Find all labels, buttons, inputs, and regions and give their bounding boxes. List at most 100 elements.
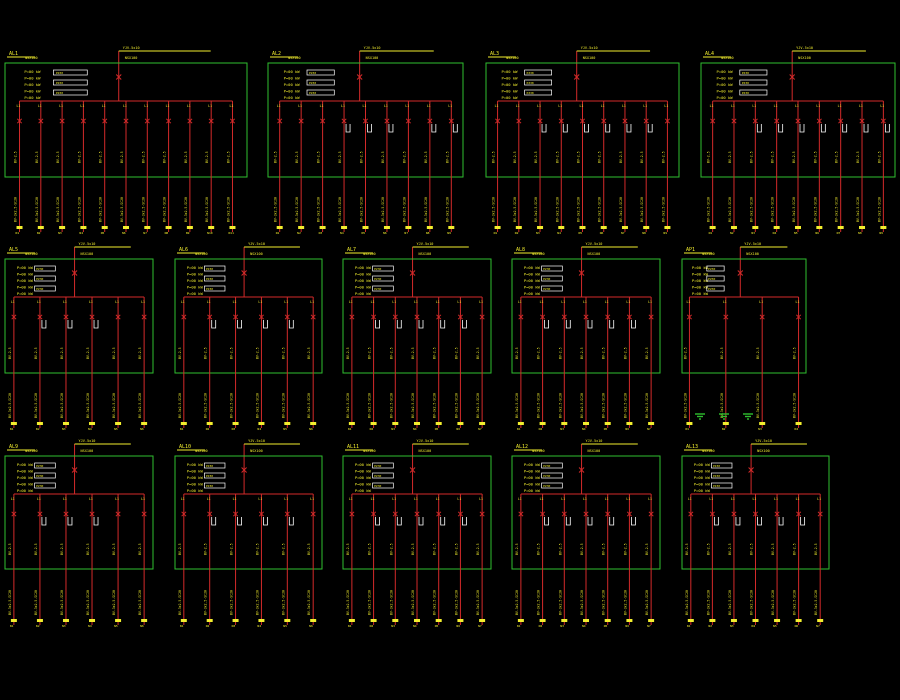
meter-box-label: PZ30: [206, 484, 213, 488]
breaker-icon: [759, 314, 765, 320]
breaker-icon: [436, 314, 442, 320]
phase-label: L1: [298, 104, 302, 108]
circuit-cable-label: BV-2.5: [389, 543, 393, 555]
breaker-icon: [752, 118, 758, 124]
breaker-icon: [516, 118, 522, 124]
circuit-number-label: N5: [362, 231, 366, 235]
phase-label: L1: [774, 497, 778, 501]
circuit-spec-label: BV-3x2.5-SC20: [454, 393, 458, 418]
circuit-cable-label: BV-2.5: [771, 151, 775, 163]
circuit-cable-label: BV-2.5: [433, 347, 437, 359]
circuit-number-label: N1: [517, 427, 521, 431]
circuit-spec-label: BV-3x2.5-SC20: [8, 393, 12, 418]
circuit-cable-label: BV-2.5: [424, 151, 428, 163]
breaker-icon: [181, 314, 187, 320]
circuit-cable-label: BV-2.5: [756, 347, 760, 359]
panel-spec-line: P=00 kW: [524, 291, 541, 296]
panel-spec-line: P=00 kW: [717, 69, 734, 74]
phase-label: L1: [686, 300, 690, 304]
circuit-tag: [348, 619, 355, 622]
circuit-cable-label: BV-2.5: [307, 543, 311, 555]
circuit-spec-label: BV-3x2.5-SC20: [86, 393, 90, 418]
circuit-spec-label: BV-3x2.5-SC20: [685, 590, 689, 615]
circuit-cable-label: BV-2.5: [558, 543, 562, 555]
rcd-icon: [756, 124, 762, 133]
meter-box: [541, 462, 563, 469]
meter-box: [372, 472, 394, 479]
panel-id-label: AL6: [179, 247, 188, 253]
circuit-spec-label: BV-3x2.5-SC20: [813, 197, 817, 222]
circuit-cable-label: BV-2.5: [476, 543, 480, 555]
circuit-tag: [370, 619, 377, 622]
circuit-number-label: N5: [283, 624, 287, 628]
circuit-tag: [16, 226, 23, 229]
circuit-cable-label: BV-2.5: [77, 151, 81, 163]
circuit-cable-label: BV-2.5: [226, 151, 230, 163]
circuit-number-label: N3: [58, 231, 62, 235]
breaker-icon: [63, 314, 69, 320]
circuit-cable-label: BV-2.5: [178, 347, 182, 359]
circuit-cable-label: BV-2.5: [138, 347, 142, 359]
panel-rating-label: NSX100: [363, 449, 376, 453]
breaker-icon: [405, 118, 411, 124]
circuit-number-label: N6: [625, 427, 629, 431]
circuit-tag: [494, 226, 501, 229]
rcd-icon: [237, 320, 242, 329]
meter-box-label: PZ30: [206, 277, 213, 281]
meter-box: [541, 482, 563, 489]
phase-label: L1: [166, 104, 170, 108]
breaker-icon: [605, 314, 611, 320]
panel-spec-line: P=00 kW: [524, 272, 541, 277]
main-breaker-icon: [578, 270, 585, 276]
circuit-cable-label: BV-2.5: [184, 151, 188, 163]
circuit-cable-label: BV-2.5: [454, 347, 458, 359]
rcd-icon: [778, 517, 784, 526]
meter-box: [34, 285, 56, 292]
phase-label: L1: [479, 497, 483, 501]
breaker-icon: [540, 314, 546, 320]
breaker-icon: [686, 314, 692, 320]
circuit-spec-label: BV-3x2.5-SC20: [598, 197, 602, 222]
phase-label: L1: [320, 104, 324, 108]
circuit-spec-label: BV-3x2.5-SC20: [60, 590, 64, 615]
circuit-cable-label: BV-2.5: [602, 347, 606, 359]
panel-spec-line: P=00 kW: [17, 482, 34, 487]
circuit-number-label: N2: [539, 624, 543, 628]
phase-label: L1: [558, 104, 562, 108]
circuit-number-label: N4: [557, 231, 561, 235]
panel-spec-line: P=00 kW: [692, 272, 709, 277]
panel-spec-line: P=00 kW: [694, 462, 711, 467]
phase-label: L1: [208, 104, 212, 108]
breaker-icon: [207, 314, 213, 320]
circuit-spec-label: BV-3x2.5-SC20: [492, 197, 496, 222]
meter-box: [739, 69, 768, 76]
rcd-icon: [799, 124, 805, 133]
breaker-icon: [880, 118, 886, 124]
panel-spec-line: P=00 kW: [17, 272, 34, 277]
phase-label: L1: [540, 300, 544, 304]
circuit-number-label: N9: [447, 231, 451, 235]
phase-label: L1: [723, 300, 727, 304]
meter-box-label: PZ30: [309, 81, 316, 85]
circuit-tag: [859, 226, 866, 229]
circuit-number-label: N4: [413, 624, 417, 628]
phase-label: L1: [207, 497, 211, 501]
breaker-icon: [181, 511, 187, 517]
meter-box-label: PZ30: [36, 484, 43, 488]
rcd-icon: [462, 517, 467, 526]
panel-spec-line: P=00 kW: [717, 76, 734, 81]
phase-label: L1: [123, 104, 127, 108]
